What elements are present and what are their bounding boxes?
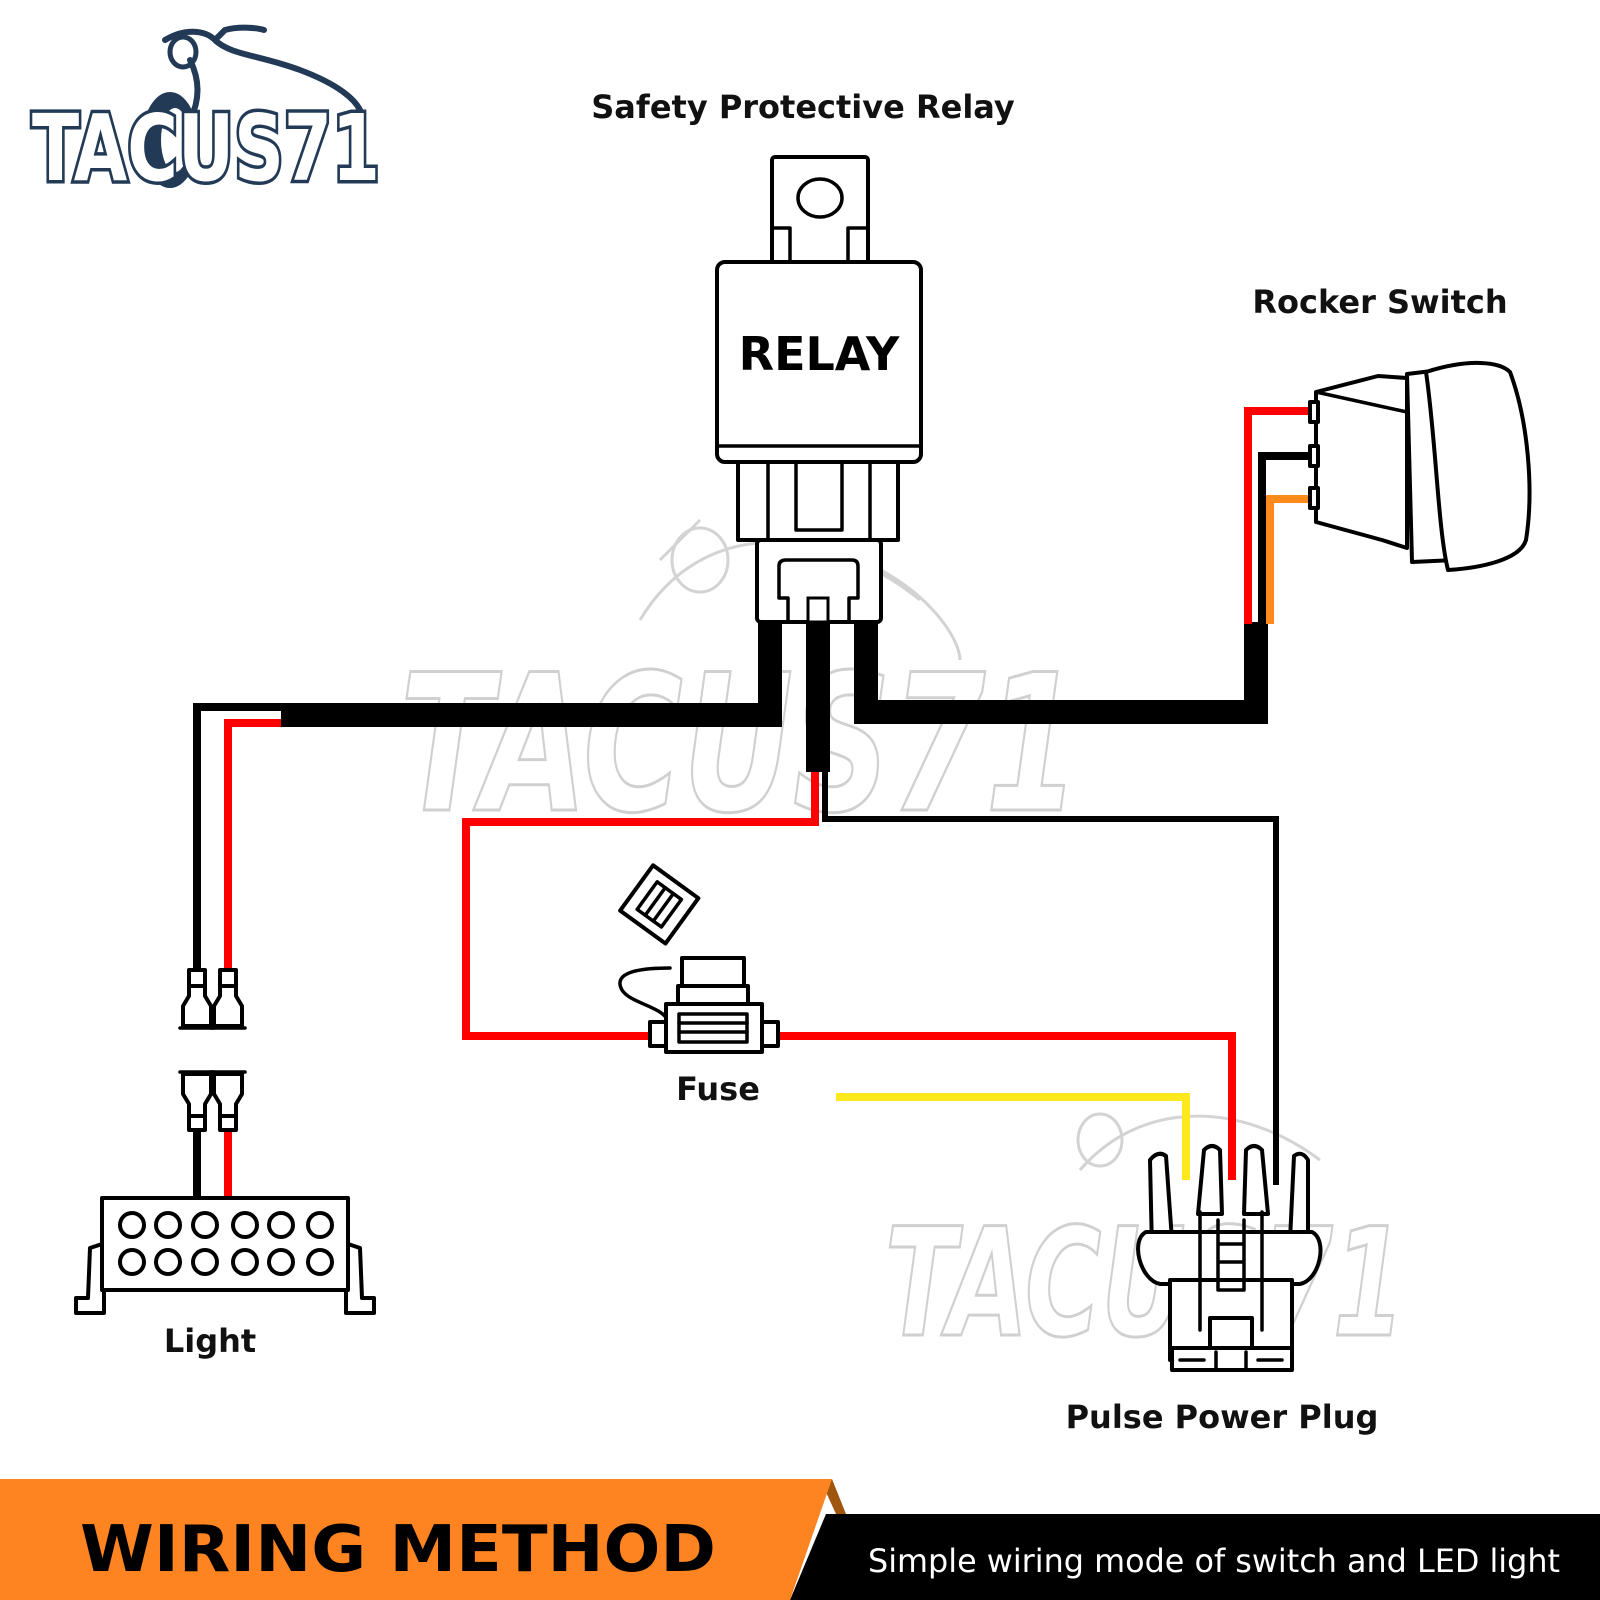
- wire-yellow-plug: [836, 1093, 1190, 1180]
- pulse-power-plug[interactable]: [1136, 1144, 1323, 1372]
- light-bar-bracket-left: [74, 1242, 106, 1315]
- connector-bottom-red: [209, 1070, 247, 1132]
- plug-collar: [1136, 1230, 1323, 1286]
- rocker-switch[interactable]: [1308, 361, 1532, 572]
- fuse-cap-tether: [618, 966, 672, 1022]
- fuse-cap: [618, 863, 701, 946]
- wire-orange-switch: [1266, 495, 1310, 624]
- led-icon: [267, 1211, 295, 1239]
- banner-orange-band: [0, 1479, 832, 1600]
- relay-title-label: Safety Protective Relay: [591, 88, 1015, 126]
- led-icon: [118, 1211, 146, 1239]
- plug-prong-4: [1288, 1151, 1310, 1252]
- rocker-switch-housing: [1314, 374, 1409, 550]
- plug-base: [1170, 1346, 1294, 1372]
- brand-logo: TACUS71: [29, 24, 384, 206]
- plug-prong-2: [1196, 1144, 1224, 1216]
- light-bar-bracket-right: [344, 1242, 376, 1315]
- relay[interactable]: RELAY: [715, 155, 923, 624]
- banner-title: WIRING METHOD: [80, 1513, 716, 1587]
- led-icon: [306, 1211, 334, 1239]
- fuse-mid: [676, 984, 750, 1006]
- fuse-label: Fuse: [676, 1070, 760, 1108]
- banner-subtitle: Simple wiring mode of switch and LED lig…: [868, 1542, 1560, 1580]
- watermark-text-bottom: TACUS71: [885, 1197, 1405, 1371]
- led-icon: [306, 1248, 334, 1276]
- rocker-terminal-2: [1308, 444, 1320, 468]
- relay-mount-hole-icon: [796, 177, 844, 219]
- led-icon: [154, 1211, 182, 1239]
- wire-black-light: [193, 703, 285, 970]
- wires: [193, 407, 1310, 1198]
- relay-mount-tab: [770, 155, 870, 265]
- connector-top-red: [209, 968, 247, 1030]
- relay-body-label: RELAY: [739, 327, 900, 381]
- rocker-switch-paddle[interactable]: [1424, 361, 1532, 572]
- led-icon: [191, 1248, 219, 1276]
- connector-bottom-black: [178, 1070, 216, 1132]
- led-icon: [231, 1248, 259, 1276]
- pulse-power-plug-label: Pulse Power Plug: [1066, 1398, 1379, 1436]
- led-icon: [267, 1248, 295, 1276]
- wire-black-switch: [1258, 452, 1310, 624]
- wire-black-relay-plug: [822, 772, 1279, 1185]
- logo-rider-head-icon: [167, 34, 199, 70]
- wire-trunk-left: [281, 620, 782, 727]
- light-bar-leds: [118, 1211, 334, 1276]
- wire-red-light: [224, 719, 285, 970]
- plug-prong-3: [1242, 1144, 1270, 1216]
- rocker-terminal-3: [1308, 486, 1320, 510]
- plug-prong-1: [1148, 1151, 1174, 1252]
- banner-dark-band: [790, 1514, 1600, 1600]
- fuse-top: [680, 956, 746, 988]
- led-icon: [118, 1248, 146, 1276]
- wire-red-relay-fuse: [462, 772, 819, 1040]
- logo-text: TACUS71: [32, 95, 380, 202]
- bottom-banner: WIRING METHOD Simple wiring mode of swit…: [0, 1479, 1600, 1600]
- rocker-switch-label: Rocker Switch: [1252, 283, 1507, 321]
- led-icon: [154, 1248, 182, 1276]
- light-bar-body: [100, 1196, 350, 1292]
- led-icon: [231, 1211, 259, 1239]
- light-connectors[interactable]: [178, 968, 247, 1132]
- watermark-center: TACUS71: [399, 518, 1082, 857]
- wire-trunk-right: [854, 620, 1268, 724]
- wire-red-switch: [1244, 407, 1310, 624]
- connector-top-black: [178, 968, 216, 1030]
- wire-red-fuse-plug: [778, 1032, 1236, 1180]
- led-light-bar[interactable]: [74, 1196, 376, 1315]
- watermark-bottom-right: TACUS71: [884, 1112, 1407, 1373]
- rocker-terminal-1: [1308, 400, 1320, 424]
- led-icon: [191, 1211, 219, 1239]
- light-label: Light: [164, 1322, 256, 1360]
- inline-fuse[interactable]: [618, 863, 780, 1054]
